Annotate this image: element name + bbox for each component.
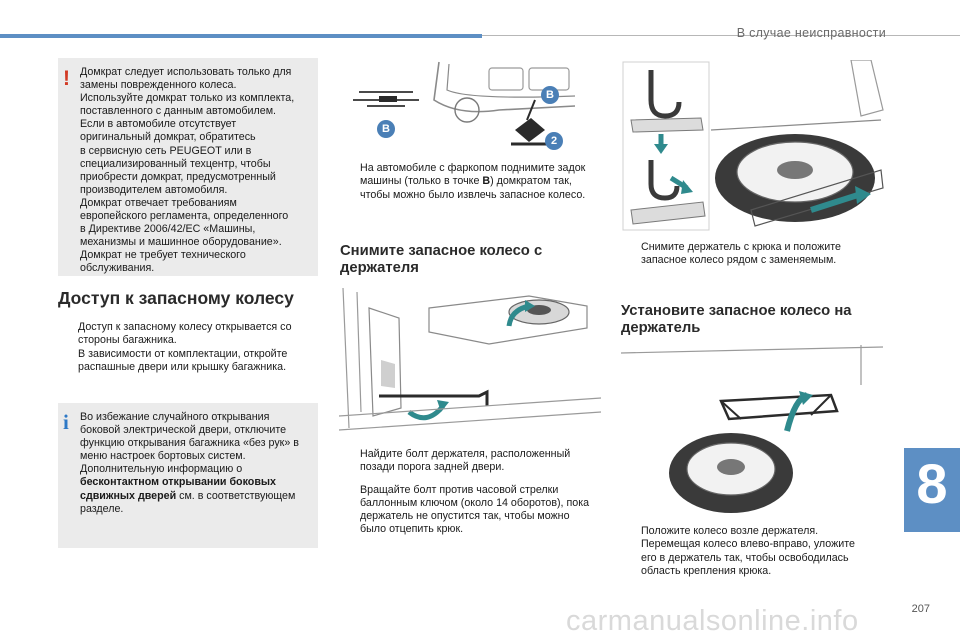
install-wheel-heading: Установите запасное колесо на держатель xyxy=(621,303,852,337)
trailer-list: На автомобиле с фаркопом поднимите задок… xyxy=(340,162,602,202)
list-item: Положите колесо возле держателя. xyxy=(641,525,819,537)
warning-text: Домкрат следует использовать только для … xyxy=(80,66,295,275)
step-2-label: 2 xyxy=(545,132,563,150)
access-heading: Доступ к запасному колесу xyxy=(58,288,294,308)
list-item: На автомобиле с фаркопом поднимите задок… xyxy=(360,162,586,201)
header-rule xyxy=(482,35,960,36)
chapter-number: 8 xyxy=(916,452,948,515)
trunk-bolt-illustration xyxy=(339,288,601,438)
info-text: Во избежание случайного открывания боков… xyxy=(80,411,299,515)
header-accent-bar xyxy=(0,34,482,38)
tow-hitch-jack-illustration: B B 2 xyxy=(339,60,577,154)
bolt-list: Найдите болт держателя, расположенный по… xyxy=(340,448,602,537)
info-i-icon: i xyxy=(63,410,69,434)
point-b-label-left: B xyxy=(377,120,395,138)
watermark-text: carmanualsonline.info xyxy=(566,605,859,637)
tow-hitch-jack-drawing xyxy=(353,61,576,146)
spare-wheel-lowered-drawing xyxy=(711,60,884,227)
wheel-on-carrier-drawing xyxy=(621,345,883,513)
point-b-label: B xyxy=(541,86,559,104)
access-list: Доступ к запасному колесу открывается со… xyxy=(58,321,318,374)
spare-wheel-lowered-illustration xyxy=(711,60,885,232)
trunk-bolt-drawing xyxy=(339,288,601,431)
info-box: i Во избежание случайного открывания бок… xyxy=(58,403,318,548)
place-wheel-list: Положите колесо возле держателя. Перемещ… xyxy=(621,525,883,578)
list-item: Доступ к запасному колесу открывается со… xyxy=(78,321,292,347)
warning-box: ! Домкрат следует использовать только дл… xyxy=(58,58,318,276)
hook-release-drawing xyxy=(622,61,710,231)
list-item: Вращайте болт против часовой стрелки бал… xyxy=(360,483,590,536)
remove-wheel-heading: Снимите запасное колесо с держателя xyxy=(340,243,543,277)
list-item: Найдите болт держателя, расположенный по… xyxy=(360,448,571,474)
list-item: В зависимости от комплектации, откройте … xyxy=(78,347,288,373)
page-number: 207 xyxy=(911,603,930,615)
section-title: В случае неисправности xyxy=(736,26,886,40)
chapter-tab[interactable]: 8 xyxy=(904,448,960,532)
hook-release-illustration xyxy=(621,60,711,232)
carrier-list: Снимите держатель с крюка и положите зап… xyxy=(621,241,883,268)
list-item: Перемещая колесо влево-вправо, уложите е… xyxy=(641,538,855,577)
wheel-on-carrier-illustration xyxy=(621,345,883,517)
list-item: Снимите держатель с крюка и положите зап… xyxy=(641,241,841,267)
warning-exclamation-icon: ! xyxy=(63,67,70,90)
